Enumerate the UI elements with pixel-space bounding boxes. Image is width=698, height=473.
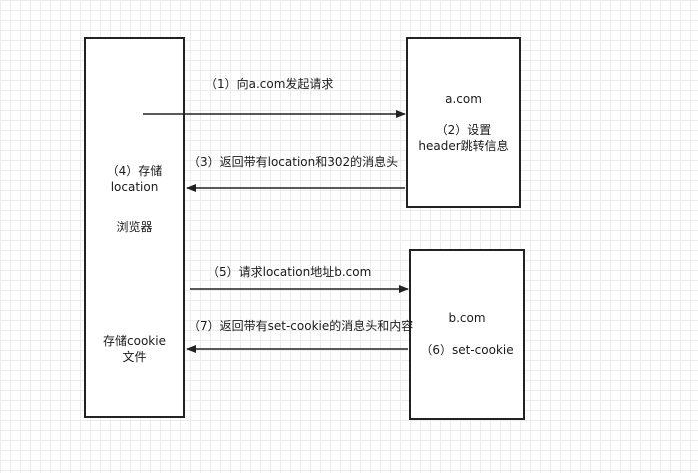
server-b-step6: （6）set-cookie [420,343,514,357]
browser-store-cookie-line2: 文件 [122,350,147,364]
server-a-step2-line1: （2）设置 [435,123,492,137]
browser-store-location-line1: （4）存储 [106,164,163,178]
browser-box [84,37,185,418]
browser-store-cookie: 存储cookie 文件 [84,333,185,365]
browser-store-location-line2: location [110,180,159,194]
arrow-step3-label: （3）返回带有location和302的消息头 [188,155,399,169]
server-b-box [409,249,525,420]
server-a-step2: （2）设置 header跳转信息 [406,122,521,154]
server-a-step2-line2: header跳转信息 [418,139,509,153]
server-a-label: a.com [445,92,482,106]
arrow-step1-label: （1）向a.com发起请求 [205,77,334,91]
server-b-label: b.com [448,311,486,325]
browser-store-cookie-line1: 存储cookie [103,334,166,348]
browser-label: 浏览器 [116,220,153,234]
arrow-step5-label: （5）请求location地址b.com [207,265,372,279]
browser-store-location: （4）存储 location [84,163,185,195]
server-a-box [406,37,521,208]
arrow-step7-label: （7）返回带有set-cookie的消息头和内容 [188,319,414,333]
